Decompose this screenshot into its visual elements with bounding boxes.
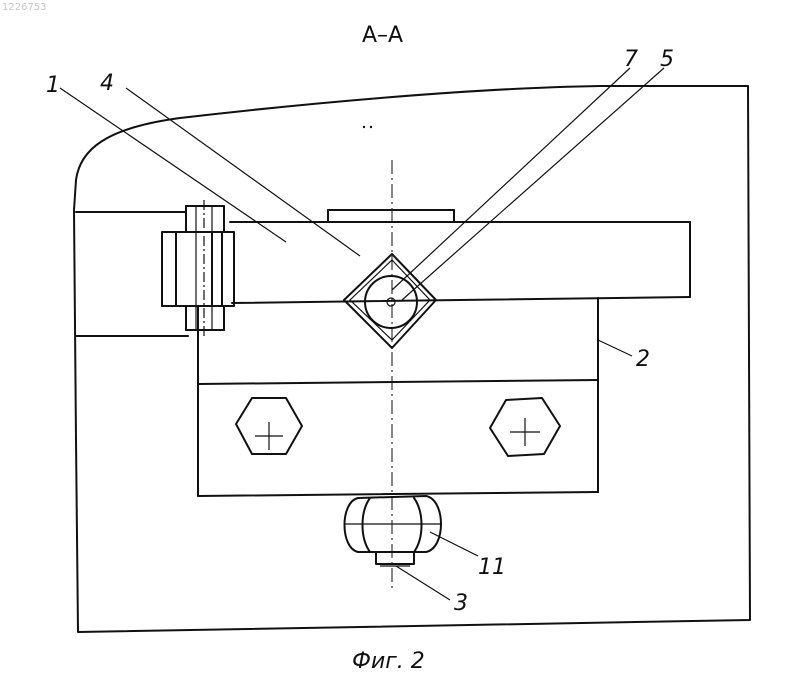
left-guide-rail bbox=[76, 212, 188, 336]
label-part-1: 1 bbox=[46, 73, 60, 98]
threaded-end bbox=[376, 552, 414, 566]
label-part-2: 2 bbox=[636, 347, 650, 372]
figure-caption: Фиг. 2 bbox=[352, 649, 425, 674]
bottom-nut bbox=[344, 496, 442, 552]
dot-mark bbox=[370, 126, 372, 128]
label-part-5: 5 bbox=[660, 47, 674, 72]
label-part-3: 3 bbox=[454, 591, 468, 616]
label-part-7: 7 bbox=[624, 47, 638, 72]
section-title: А–А bbox=[362, 23, 403, 48]
label-part-4: 4 bbox=[100, 71, 114, 96]
dot-mark bbox=[363, 126, 365, 128]
hex-bolt-right bbox=[490, 398, 560, 456]
corner-mark: 1226753 bbox=[2, 2, 47, 13]
hex-bolt-left bbox=[236, 398, 302, 454]
label-part-11: 11 bbox=[478, 555, 506, 580]
clamp-bar bbox=[230, 210, 690, 303]
